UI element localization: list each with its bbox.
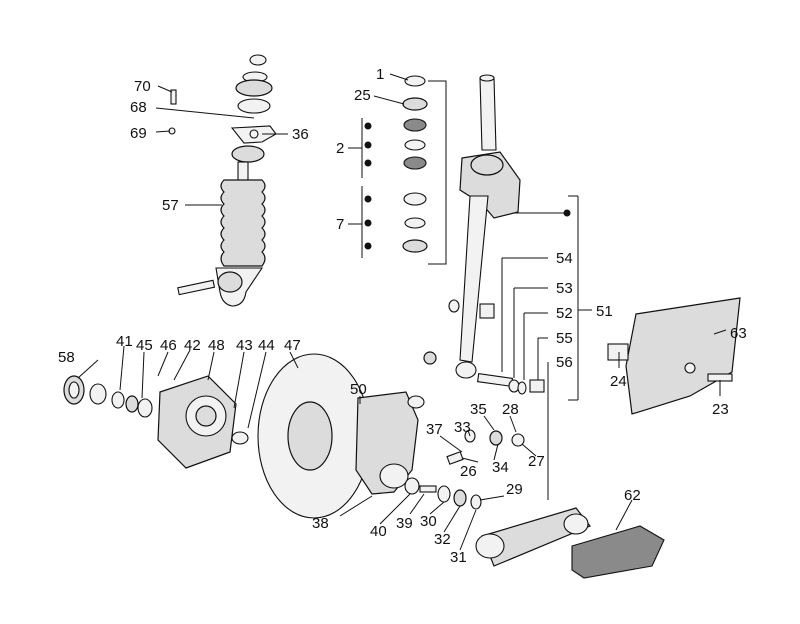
callout-40: 40 (370, 523, 387, 540)
callout-23: 23 (712, 401, 729, 418)
callout-35: 35 (470, 401, 487, 418)
callout-29: 29 (506, 481, 523, 498)
callout-47: 47 (284, 337, 301, 354)
callout-70: 70 (134, 78, 151, 95)
callout-25: 25 (354, 87, 371, 104)
callout-27: 27 (528, 453, 545, 470)
callout-32: 32 (434, 531, 451, 548)
callout-62: 62 (624, 487, 641, 504)
callout-34: 34 (492, 459, 509, 476)
cover-assembly (607, 297, 741, 415)
callout-48: 48 (208, 337, 225, 354)
callout-38: 38 (312, 515, 329, 532)
shock-absorber-assembly (168, 54, 277, 307)
wheel-hub-assembly (63, 353, 525, 519)
callout-28: 28 (502, 401, 519, 418)
callout-43: 43 (236, 337, 253, 354)
callout-37: 37 (426, 421, 443, 438)
callout-26: 26 (460, 463, 477, 480)
swing-arm-assembly (475, 507, 665, 579)
callout-68: 68 (130, 99, 147, 116)
callout-39: 39 (396, 515, 413, 532)
callout-41: 41 (116, 333, 133, 350)
callout-54: 54 (556, 250, 573, 267)
callout-63: 63 (730, 325, 747, 342)
callout-52: 52 (556, 305, 573, 322)
callout-1: 1 (376, 66, 384, 83)
callout-30: 30 (420, 513, 437, 530)
callout-57: 57 (162, 197, 179, 214)
callout-53: 53 (556, 280, 573, 297)
callout-58: 58 (58, 349, 75, 366)
callout-51: 51 (596, 303, 613, 320)
callout-46: 46 (160, 337, 177, 354)
callout-56: 56 (556, 354, 573, 371)
callout-44: 44 (258, 337, 275, 354)
callout-69: 69 (130, 125, 147, 142)
group-bullets (364, 122, 571, 250)
callout-7: 7 (336, 216, 344, 233)
callout-2: 2 (336, 140, 344, 157)
leader-lines (77, 73, 727, 551)
callout-45: 45 (136, 337, 153, 354)
callout-labels: 1 2 7 23 24 25 26 27 28 29 30 31 32 33 3… (58, 66, 747, 566)
callout-42: 42 (184, 337, 201, 354)
callout-55: 55 (556, 330, 573, 347)
callout-50: 50 (350, 381, 367, 398)
callout-36: 36 (292, 126, 309, 143)
callout-31: 31 (450, 549, 467, 566)
callout-24: 24 (610, 373, 627, 390)
callout-33: 33 (454, 419, 471, 436)
steering-tube-assembly (402, 74, 545, 395)
